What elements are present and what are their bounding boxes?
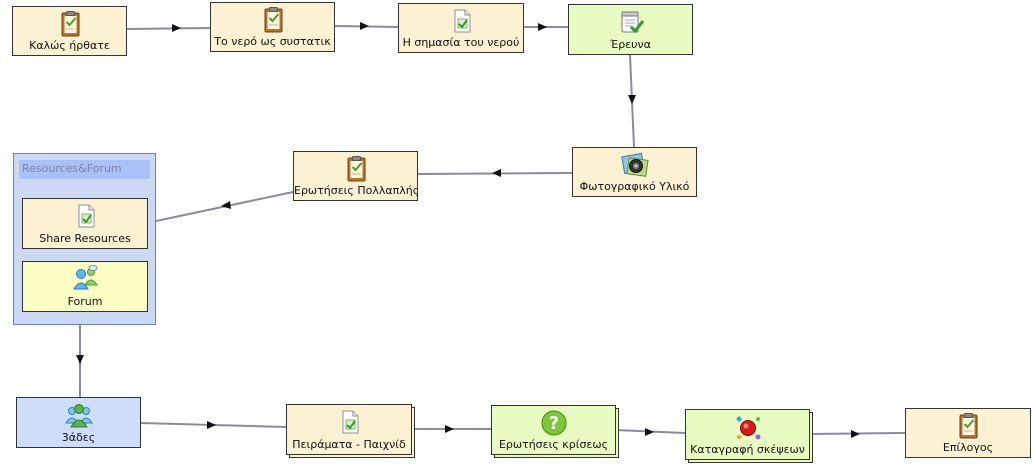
notepad-icon (259, 6, 287, 34)
group-title: Resources&Forum (19, 160, 150, 179)
node-label: Ερωτήσεις Πολλαπλής (294, 184, 417, 197)
arrowhead (207, 421, 216, 429)
arrowhead (360, 22, 369, 30)
node-label: Το νερό ως συστατικ (214, 35, 331, 48)
node-label: Share Resources (39, 232, 131, 245)
arrowhead (221, 201, 231, 209)
node-label: 3άδες (61, 431, 96, 444)
node-water-component[interactable]: Το νερό ως συστατικ (210, 2, 335, 52)
node-forum[interactable]: Forum (22, 261, 148, 312)
node-critical-questions[interactable]: Ερωτήσεις κρίσεως (491, 405, 616, 455)
node-groups[interactable]: 3άδες (16, 397, 141, 448)
node-epilogue[interactable]: Επίλογος (905, 408, 1031, 458)
node-label: Πειράματα - Παιχνίδ (292, 438, 406, 451)
group-resources-forum[interactable]: Resources&Forum Share Resources Forum (13, 153, 156, 325)
notepad-icon (342, 155, 370, 183)
arrowhead (445, 425, 454, 433)
node-label: Επίλογος (942, 441, 994, 454)
arrowhead (492, 169, 501, 177)
arrowhead (645, 428, 654, 436)
node-label: Καταγραφή σκέψεων (690, 443, 805, 456)
node-label: Forum (67, 295, 103, 308)
media-icon (621, 151, 649, 179)
node-water-importance[interactable]: Η σημασία του νερού (398, 3, 524, 53)
node-research[interactable]: Έρευνα (568, 4, 693, 55)
arrowhead (628, 95, 636, 104)
document-icon (447, 7, 475, 35)
connector-welcome-water-component (126, 27, 211, 30)
document-icon (71, 202, 99, 230)
checklist-icon (617, 8, 645, 36)
node-label: Έρευνα (610, 38, 651, 51)
people-icon (71, 265, 99, 293)
node-share-resources[interactable]: Share Resources (22, 198, 148, 249)
node-label: Καλώς ήρθατε (29, 39, 110, 52)
node-photo-material[interactable]: Φωτογραφικό Υλικό (572, 147, 697, 197)
node-label: Η σημασία του νερού (402, 36, 520, 49)
node-thoughts-record[interactable]: Καταγραφή σκέψεων (685, 409, 810, 460)
node-label: Ερωτήσεις κρίσεως (498, 438, 609, 451)
node-multiple-choice[interactable]: Ερωτήσεις Πολλαπλής (293, 151, 418, 201)
node-welcome[interactable]: Καλώς ήρθατε (12, 6, 127, 56)
arrowhead (851, 430, 860, 438)
question-icon (540, 409, 568, 437)
group-icon (65, 401, 93, 429)
notepad-icon (954, 412, 982, 440)
notepad-icon (56, 10, 84, 38)
arrowhead (76, 355, 84, 364)
document-icon (335, 408, 363, 436)
arrowhead (538, 23, 547, 31)
node-experiments[interactable]: Πειράματα - Παιχνίδ (286, 404, 412, 455)
molecule-icon (734, 413, 762, 441)
node-label: Φωτογραφικό Υλικό (579, 180, 690, 193)
arrowhead (172, 24, 181, 32)
